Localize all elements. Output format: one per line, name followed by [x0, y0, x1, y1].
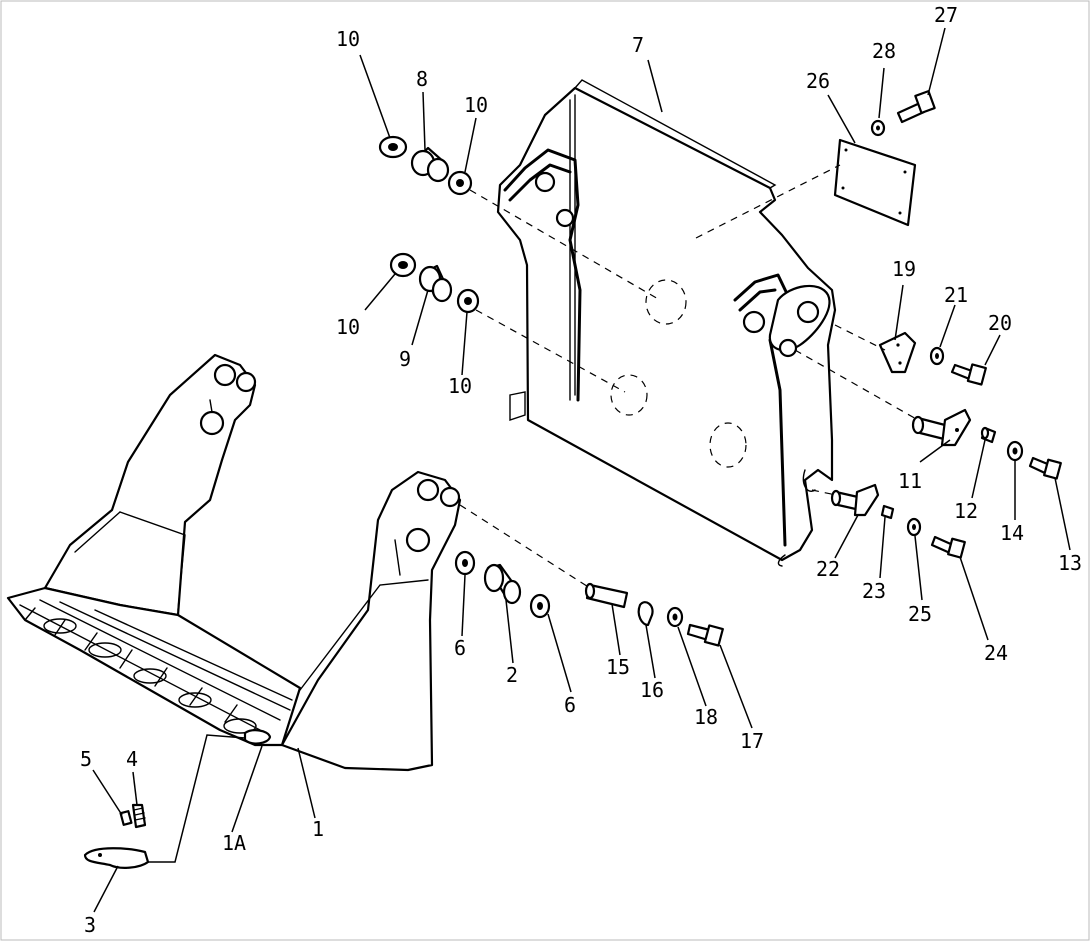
callout-label: 1	[312, 817, 324, 841]
bushing-part-10-upper-right	[447, 170, 473, 196]
callout-label: 25	[908, 602, 932, 626]
clip-part-16	[637, 601, 654, 627]
bracket-part-19	[878, 331, 917, 374]
pin-part-11	[911, 408, 972, 447]
pin-part-15	[584, 582, 629, 609]
lock-plate-part-3	[83, 847, 150, 869]
bolt-part-24	[930, 535, 966, 559]
fork-frame-part-1	[6, 353, 462, 772]
callout-label: 10	[464, 93, 488, 117]
bushing-part-9	[418, 264, 453, 303]
bushing-part-10-upper-left	[378, 135, 408, 159]
washer-part-18	[666, 606, 684, 628]
callout-label: 26	[806, 69, 830, 93]
callout-label: 15	[606, 655, 630, 679]
callout-label: 21	[944, 283, 968, 307]
back-plate-part-7	[496, 79, 837, 567]
callout-label: 11	[898, 469, 922, 493]
callout-label: 20	[988, 311, 1012, 335]
bushing-part-2	[483, 563, 522, 605]
bolt-part-27	[896, 90, 936, 124]
callout-label: 6	[564, 693, 576, 717]
bolt-part-17	[686, 623, 724, 647]
callout-label: 1A	[222, 831, 246, 855]
spacer-part-23	[880, 504, 895, 520]
callout-label: 9	[399, 347, 411, 371]
callout-label: 22	[816, 557, 840, 581]
callout-label: 3	[84, 913, 96, 937]
callout-label: 10	[336, 315, 360, 339]
callout-label: 17	[740, 729, 764, 753]
callout-label: 18	[694, 705, 718, 729]
callout-label: 19	[892, 257, 916, 281]
callout-label: 10	[448, 374, 472, 398]
washer-part-6-left	[454, 550, 476, 576]
bolt-part-20	[950, 363, 987, 386]
leader-lines	[92, 27, 1071, 913]
washer-part-6-right	[529, 593, 551, 619]
callout-label: 7	[632, 33, 644, 57]
callout-label: 5	[80, 747, 92, 771]
callout-label: 13	[1058, 551, 1082, 575]
callout-labels: 10 8 10 7 26 28 27 10 9 10 19 21 20 11 1…	[80, 3, 1082, 937]
washer-part-5	[119, 810, 133, 826]
callout-label: 14	[1000, 521, 1024, 545]
bolt-part-13	[1028, 456, 1062, 480]
callout-label: 10	[336, 27, 360, 51]
callout-label: 24	[984, 641, 1008, 665]
callout-label: 28	[872, 39, 896, 63]
bushing-part-10-middle-left	[389, 252, 417, 278]
callout-label: 8	[416, 67, 428, 91]
washer-part-25	[906, 517, 922, 537]
washer-part-28	[870, 119, 886, 137]
callout-label: 27	[934, 3, 958, 27]
callout-label: 16	[640, 678, 664, 702]
cover-plate-part-26	[833, 138, 917, 227]
bushing-part-10-middle-right	[456, 288, 480, 314]
washer-part-14	[1006, 440, 1024, 462]
washer-part-21	[929, 346, 945, 366]
callout-label: 6	[454, 636, 466, 660]
callout-label: 4	[126, 747, 138, 771]
spacer-part-12	[980, 426, 997, 444]
callout-label: 12	[954, 499, 978, 523]
bushing-part-8	[410, 146, 450, 183]
callout-label: 2	[506, 663, 518, 687]
pin-part-22	[830, 483, 880, 517]
bolt-part-4	[131, 803, 147, 829]
callout-label: 23	[862, 579, 886, 603]
